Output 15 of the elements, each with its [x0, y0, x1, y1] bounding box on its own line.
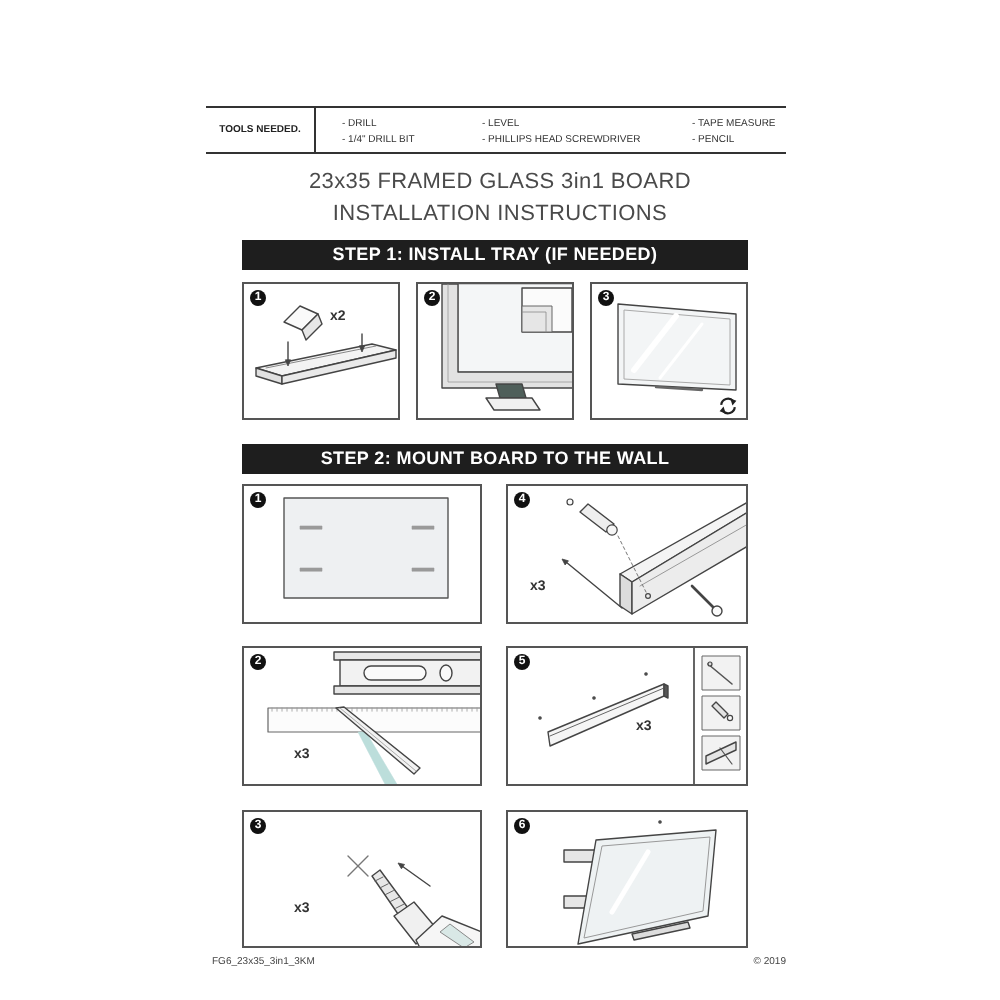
instruction-panel [242, 646, 482, 786]
instruction-panel [242, 484, 482, 624]
instruction-panel [590, 282, 748, 420]
instruction-panel [416, 282, 574, 420]
instruction-panel [506, 646, 748, 786]
step-heading: STEP 1: INSTALL TRAY (IF NEEDED) [332, 244, 658, 266]
tools-table [206, 106, 786, 154]
instruction-panel [242, 282, 400, 420]
instruction-panel [506, 810, 748, 948]
instruction-panel [242, 810, 482, 948]
step-heading: STEP 2: MOUNT BOARD TO THE WALL [320, 448, 670, 470]
instruction-panel [506, 484, 748, 624]
step-banner [242, 444, 748, 474]
step-banner [242, 240, 748, 270]
title: 23x35 FRAMED GLASS 3in1 BOARD INSTALLATION INSTRUCTIONS [306, 168, 694, 230]
